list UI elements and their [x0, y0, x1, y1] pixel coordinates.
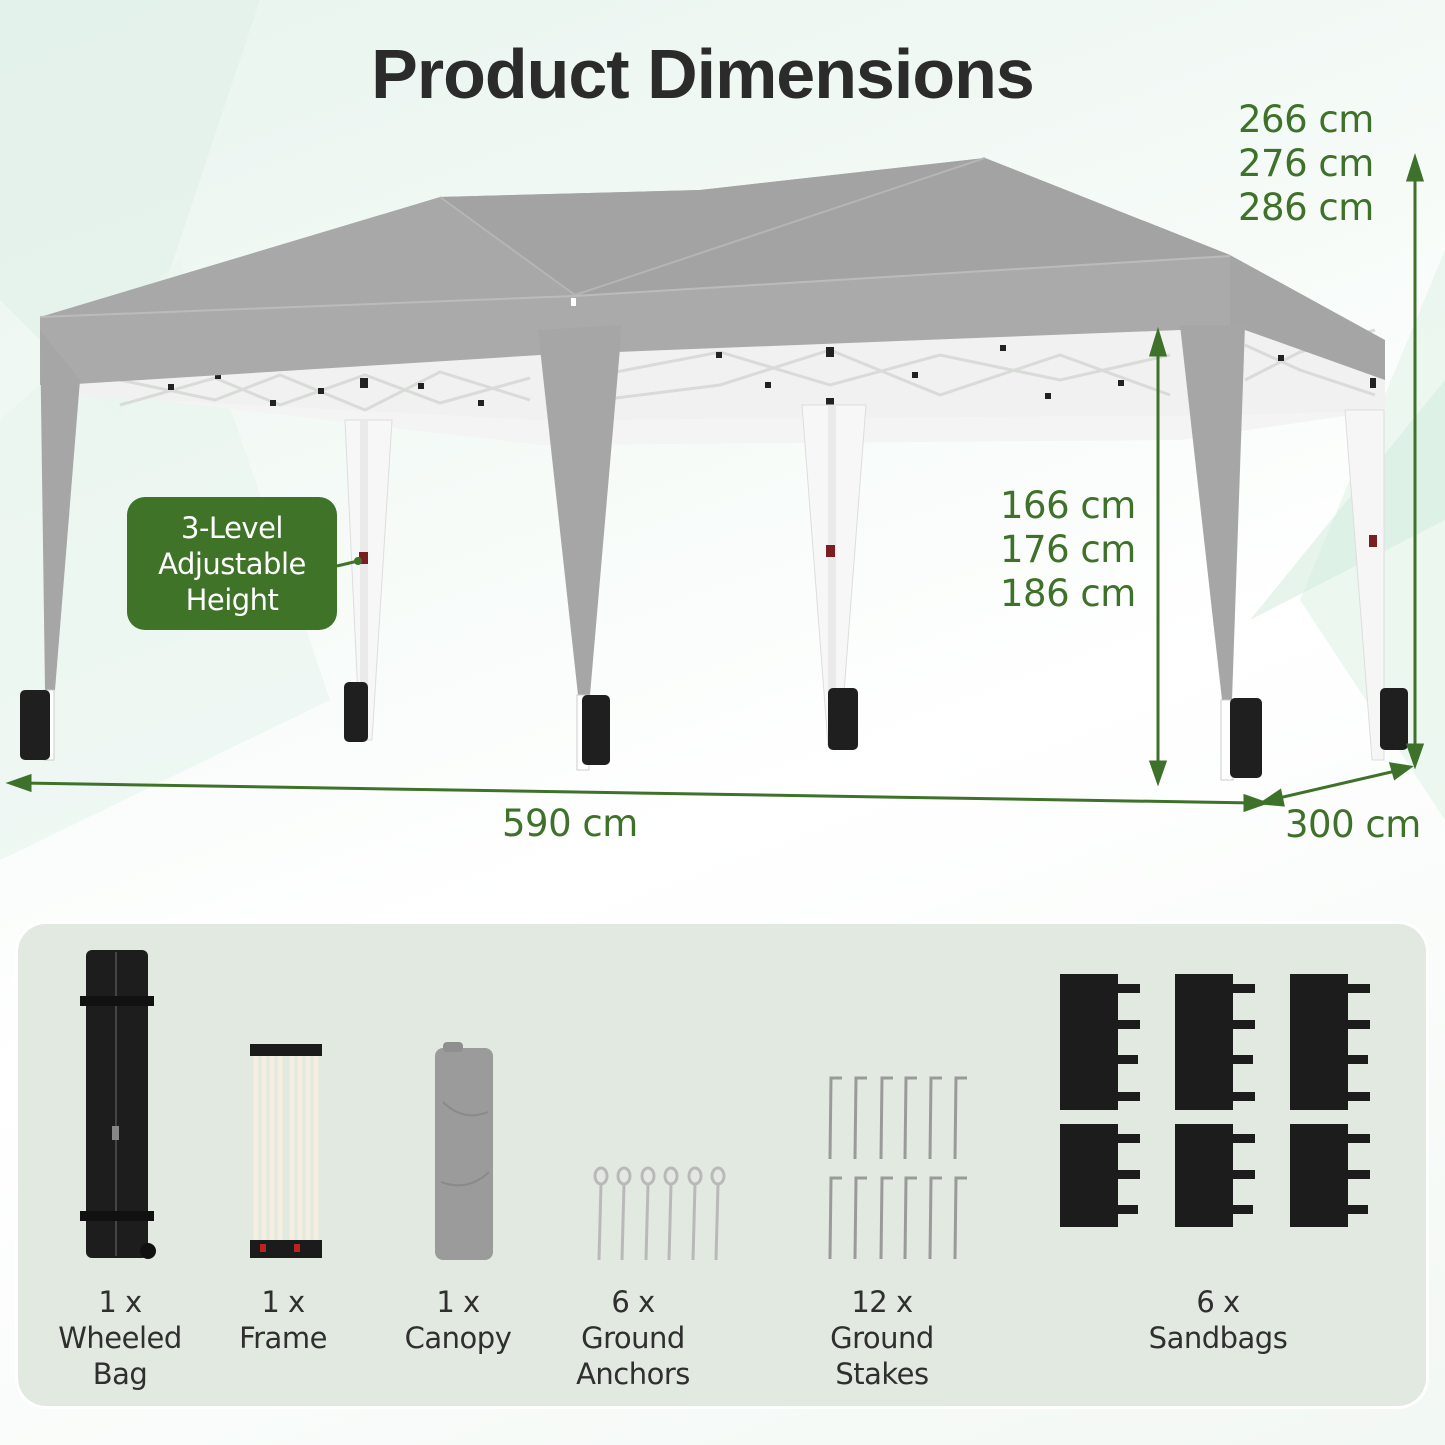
rolled-canopy-icon — [435, 1042, 493, 1260]
item-label-canopy: 1 x Canopy — [404, 1285, 512, 1355]
leg-sandbags — [20, 682, 1408, 778]
scissor-truss — [119, 328, 1376, 412]
sandbag-icon — [1060, 974, 1370, 1227]
arrow-diagonal-double-icon — [1257, 762, 1414, 807]
arrow-vertical-icon — [1405, 153, 1425, 770]
page-title: Product Dimensions — [371, 35, 1035, 113]
arrow-horizontal-double-icon — [5, 773, 1270, 813]
item-label-ground-stakes: 12 x Ground Stakes — [830, 1285, 934, 1391]
item-label-wheeled-bag: 1 x Wheeled Bag — [58, 1285, 182, 1391]
adjustable-height-callout: 3-Level Adjustable Height — [127, 497, 337, 630]
length-label: 590 cm — [502, 802, 638, 845]
ground-stake-icon — [828, 1076, 967, 1260]
item-label-frame: 1 x Frame — [239, 1285, 327, 1355]
package-contents-panel: 1 x Wheeled Bag 1 x Frame 1 x Canopy 6 x… — [18, 924, 1426, 1406]
canopy — [39, 157, 1385, 385]
eave-height-labels: 166 cm 176 cm 186 cm — [1000, 484, 1136, 615]
ground-anchor-icon — [593, 1166, 726, 1261]
item-label-sandbags: 6 x Sandbags — [1148, 1285, 1288, 1355]
truss-joints — [168, 345, 1376, 408]
item-label-ground-anchors: 6 x Ground Anchors — [576, 1285, 690, 1391]
back-legs — [344, 404, 1385, 761]
wheeled-bag-icon — [80, 950, 156, 1259]
total-height-labels: 266 cm 276 cm 286 cm — [1238, 98, 1374, 229]
width-label: 300 cm — [1285, 803, 1421, 846]
arrow-vertical-double-icon — [1148, 326, 1168, 787]
folded-frame-icon — [250, 1044, 322, 1258]
gazebo-illustration — [5, 153, 1425, 813]
